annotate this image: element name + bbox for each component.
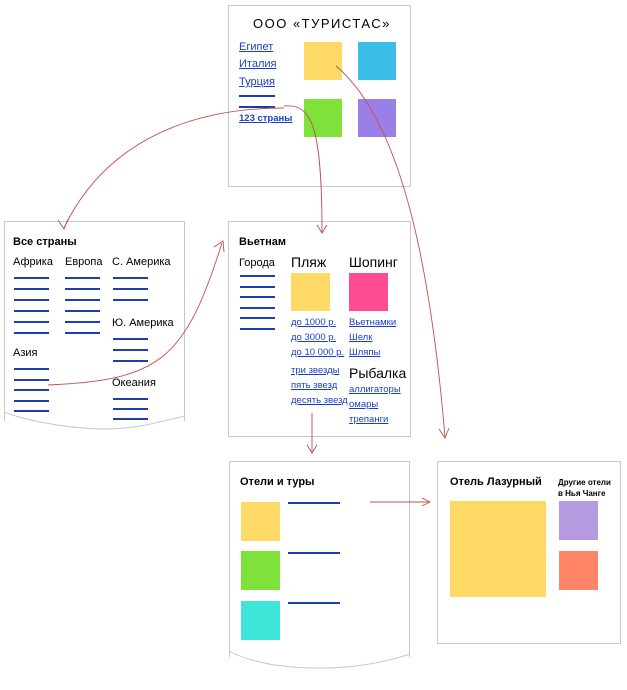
other-hotels-label-line1: Другие отели [558,478,611,487]
region-label-oceania: Океания [112,377,156,389]
link-placeholder-line [240,275,275,277]
shop-link-silk[interactable]: Шелк [349,332,373,343]
link-placeholder-line [65,332,100,334]
fish-link-lobsters[interactable]: омары [349,399,379,410]
link-placeholder-line [14,399,49,402]
link-placeholder-line [65,321,100,323]
hotel-page-panel: Отель Лазурный Другие отели в Нья Чанге [437,461,621,644]
link-placeholder-line [239,106,275,108]
beach-tile[interactable] [291,273,330,311]
link-placeholder-line [113,418,148,420]
tour-tile-green[interactable] [241,551,280,590]
fishing-label: Рыбалка [349,365,407,381]
link-placeholder-line [14,332,49,334]
price-link-10000[interactable]: до 10 000 р. [291,347,345,358]
shopping-tile[interactable] [349,273,388,311]
other-hotel-tile-orange[interactable] [559,551,598,590]
link-placeholder-line [14,299,49,301]
country-link-egypt[interactable]: Египет [239,41,274,53]
hotel-title: Отель Лазурный [450,476,542,488]
cities-label: Города [239,257,275,269]
shop-link-hats[interactable]: Шляпы [349,347,381,358]
link-placeholder-line [14,288,49,290]
link-placeholder-line [65,277,100,279]
country-page-panel: Вьетнам Города Пляж Шопинг до 1000 р. до… [228,221,411,437]
fish-link-sea-cucumbers[interactable]: трепанги [349,414,389,425]
link-placeholder-line [240,296,275,298]
home-page-panel: ООО «ТУРИСТАС» Египет Италия Турция 123 … [228,5,411,187]
tour-description-line [288,552,340,554]
price-link-3000[interactable]: до 3000 р. [291,332,337,343]
tour-description-line [288,502,340,504]
link-placeholder-line [240,285,275,288]
link-placeholder-line [113,288,148,290]
link-placeholder-line [113,360,148,362]
arrowhead [438,427,450,439]
region-label-south-america: Ю. Америка [112,317,174,329]
link-placeholder-line [240,327,275,330]
beach-label: Пляж [291,254,327,270]
link-placeholder-line [14,389,49,391]
country-title: Вьетнам [239,236,286,248]
link-placeholder-line [113,277,148,279]
link-placeholder-line [14,410,49,412]
region-label-europe: Европа [65,256,103,268]
arrowhead [213,240,225,253]
country-link-italy[interactable]: Италия [239,58,277,70]
link-placeholder-line [113,398,148,400]
link-placeholder-line [14,277,49,279]
shopping-label: Шопинг [349,254,398,270]
hotels-tours-panel: Отели и туры [229,461,410,657]
all-countries-link[interactable]: 123 страны [239,113,293,124]
link-placeholder-line [113,408,148,410]
region-label-africa: Африка [13,256,53,268]
hotels-tours-title: Отели и туры [240,476,315,488]
stars-link-ten[interactable]: десять звезд [291,395,348,406]
promo-tile-green[interactable] [304,99,342,137]
link-placeholder-line [14,368,49,370]
link-placeholder-line [239,95,275,97]
stars-link-five[interactable]: пять звезд [291,380,338,391]
fish-link-alligators[interactable]: аллигаторы [349,384,401,395]
link-placeholder-line [14,321,49,323]
company-title: ООО «ТУРИСТАС» [253,16,391,31]
promo-tile-yellow[interactable] [304,42,342,80]
link-placeholder-line [113,338,148,340]
link-placeholder-line [65,288,100,290]
link-placeholder-line [240,306,275,309]
promo-tile-blue[interactable] [358,42,396,80]
country-link-turkey[interactable]: Турция [239,76,275,88]
stars-link-three[interactable]: три звезды [291,365,340,376]
price-link-1000[interactable]: до 1000 р. [291,317,337,328]
link-placeholder-line [113,299,148,301]
region-label-north-america: С. Америка [112,256,171,268]
tour-description-line [288,602,340,604]
arrowhead [306,444,318,454]
link-placeholder-line [113,349,148,351]
link-placeholder-line [65,310,100,312]
arrowhead [421,497,432,507]
all-countries-title: Все страны [13,236,77,248]
link-placeholder-line [65,299,100,301]
other-hotel-tile-lavender[interactable] [559,501,598,540]
link-placeholder-line [14,378,49,381]
shop-link-flipflops[interactable]: Вьетнамки [349,317,397,328]
all-countries-panel: Все страны Африка Европа С. Америка Ю. А… [4,221,185,421]
other-hotels-label: Другие отели в Нья Чанге [558,477,611,499]
other-hotels-label-line2: в Нья Чанге [558,489,606,498]
tour-tile-cyan[interactable] [241,601,280,640]
promo-tile-purple[interactable] [358,99,396,137]
tour-tile-yellow[interactable] [241,502,280,541]
link-placeholder-line [240,317,275,319]
link-placeholder-line [14,310,49,312]
hotel-main-photo [450,501,546,597]
region-label-asia: Азия [13,347,38,359]
